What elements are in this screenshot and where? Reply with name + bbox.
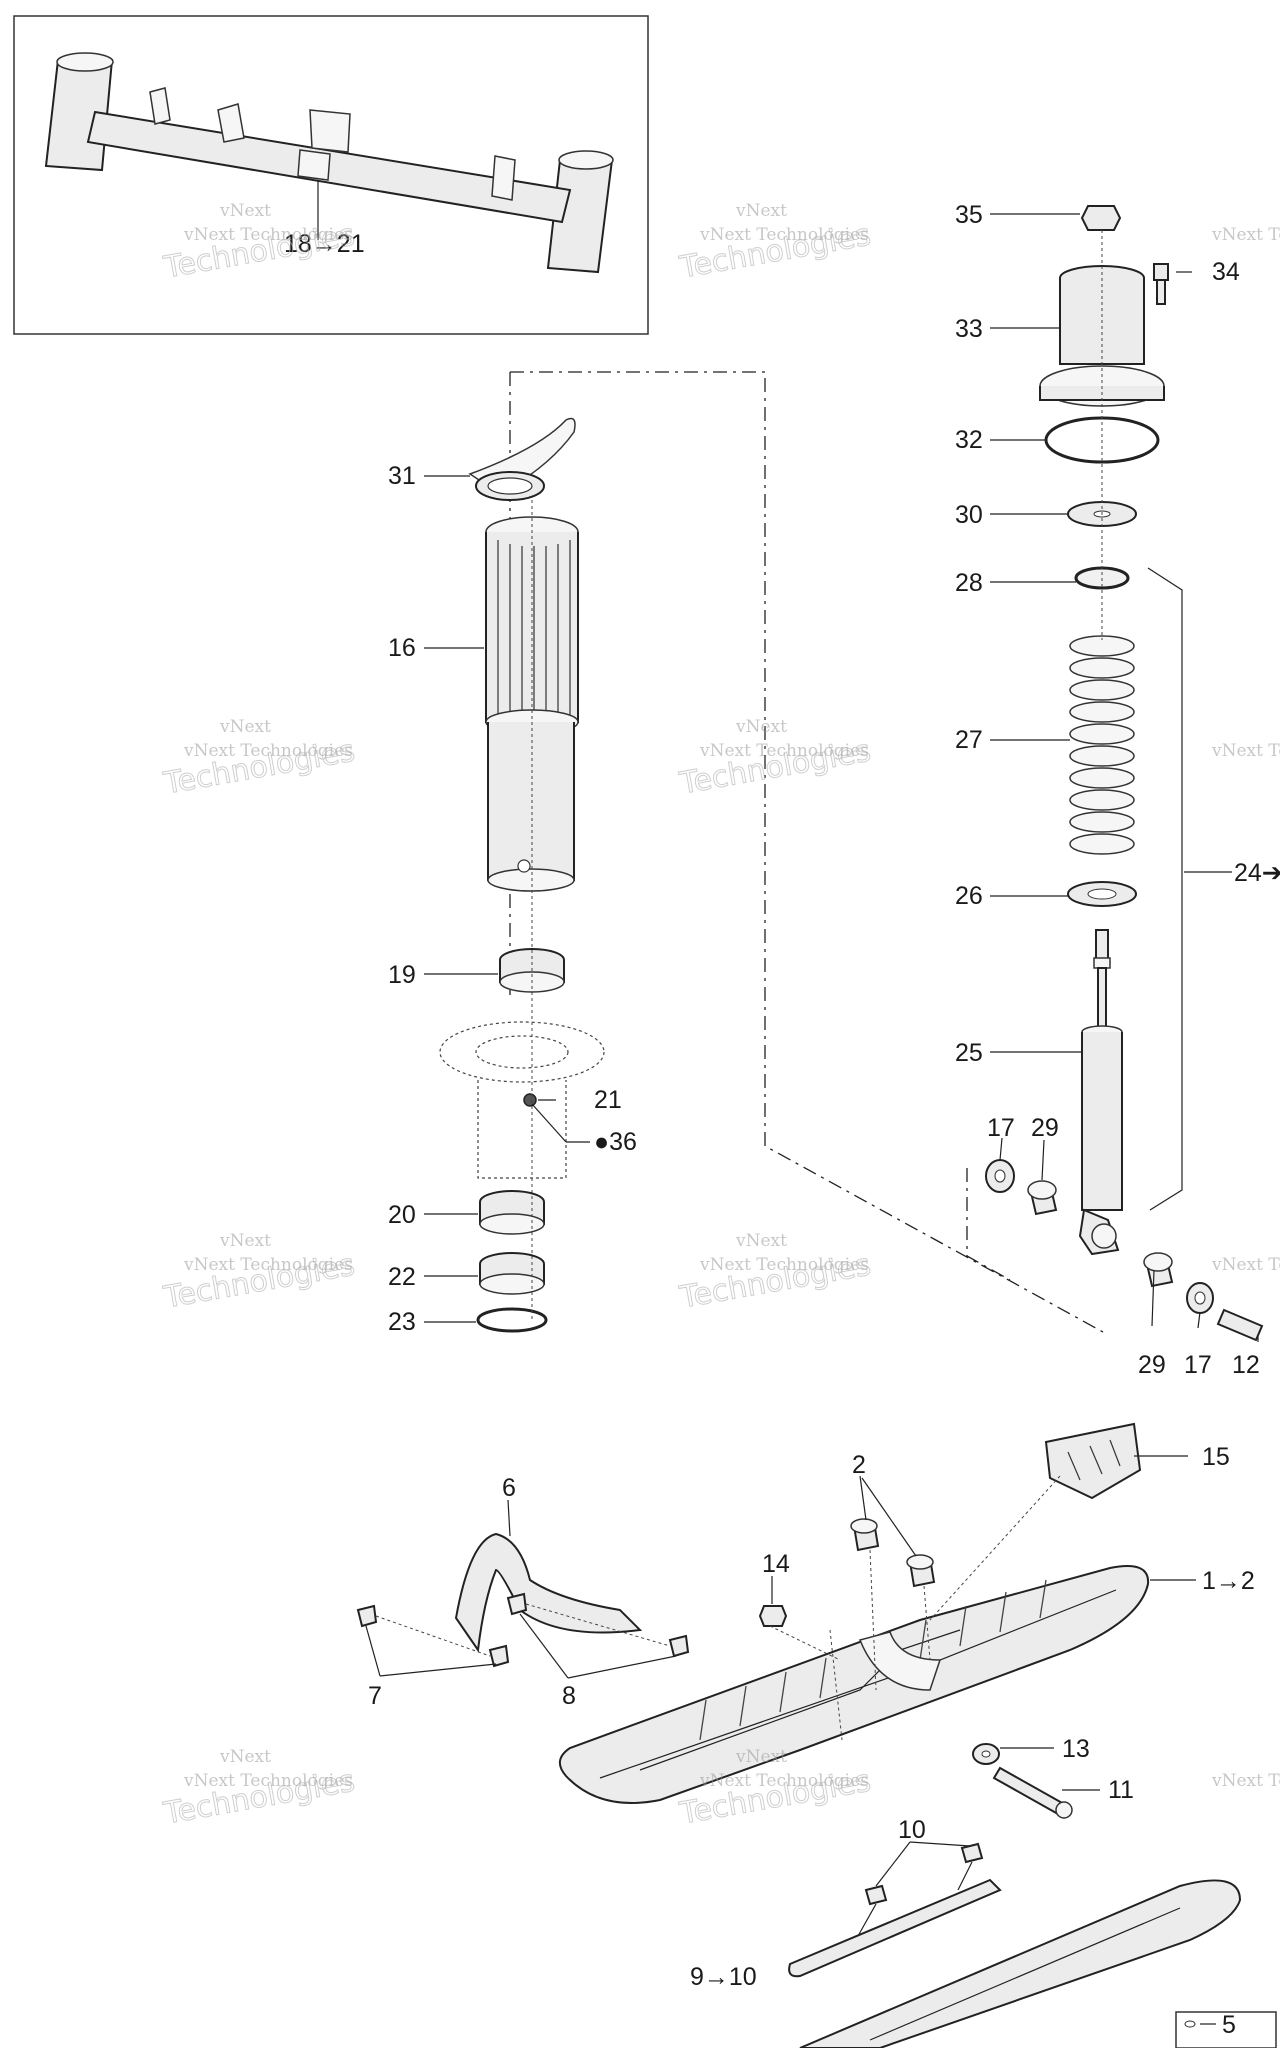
callout-7: 7 <box>368 1682 382 1710</box>
callout-23: 23 <box>388 1308 416 1336</box>
svg-text:vNext Technologies: vNext Technologies <box>183 225 353 245</box>
callout-17-bottom: 17 <box>1184 1351 1212 1379</box>
svg-text:vNext: vNext <box>219 1747 271 1767</box>
callout-25: 25 <box>955 1039 983 1067</box>
callout-8: 8 <box>562 1682 576 1710</box>
svg-text:vNext Technologies: vNext Technologies <box>1211 1255 1280 1275</box>
callout-16: 16 <box>388 634 416 662</box>
svg-text:vNext Technologies: vNext Technologies <box>183 1771 353 1791</box>
callout-30: 30 <box>955 501 983 529</box>
callout-20: 20 <box>388 1201 416 1229</box>
coil-spring <box>1069 635 1135 855</box>
pin-path-line <box>966 1168 1011 1281</box>
svg-text:vNext Technologies: vNext Technologies <box>699 225 869 245</box>
callout-19: 19 <box>388 961 416 989</box>
svg-text:vNext Technologies: vNext Technologies <box>1211 1771 1280 1791</box>
svg-text:vNext: vNext <box>219 201 271 221</box>
callout-17-top: 17 <box>987 1114 1015 1142</box>
callout-29-top: 29 <box>1031 1114 1059 1142</box>
callout-33: 33 <box>955 315 983 343</box>
callout-32: 32 <box>955 426 983 454</box>
callout-22: 22 <box>388 1263 416 1291</box>
svg-text:vNext Technologies: vNext Technologies <box>183 1255 353 1275</box>
callout-10: 10 <box>898 1816 926 1844</box>
watermark-9: vNext Technologies <box>1211 225 1280 245</box>
callout-11: 11 <box>1108 1776 1134 1804</box>
spindle-group <box>439 417 605 1333</box>
leader-lines <box>365 213 1259 2025</box>
callout-27: 27 <box>955 726 983 754</box>
callout-5: 5 <box>1222 2011 1236 2039</box>
svg-text:vNext: vNext <box>219 1231 271 1251</box>
ski-group <box>356 1422 1277 2049</box>
svg-text:vNext: vNext <box>735 717 787 737</box>
assembly-path-line <box>510 371 1104 1333</box>
svg-text:vNext: vNext <box>735 1231 787 1251</box>
watermark-5: vNext vNext Technologies Technologies <box>160 1231 358 1316</box>
callout-labels: 35 34 33 32 30 28 27 26 25 24➔ 17 29 29 … <box>368 201 1280 2039</box>
watermark-4: vNext vNext Technologies Technologies <box>676 717 874 802</box>
callout-6: 6 <box>502 1474 516 1502</box>
svg-text:vNext: vNext <box>735 201 787 221</box>
svg-text:vNext Technologies: vNext Technologies <box>699 1255 869 1275</box>
callout-12: 12 <box>1232 1351 1260 1379</box>
callout-9-10: 9→10 <box>690 1963 757 1991</box>
callout-29-bottom: 29 <box>1138 1351 1166 1379</box>
svg-text:vNext Technologies: vNext Technologies <box>183 741 353 761</box>
watermark-6: vNext vNext Technologies Technologies <box>676 1231 874 1316</box>
callout-1-2: 1→2 <box>1202 1567 1255 1595</box>
watermark-11: vNext Technologies <box>1211 1255 1280 1275</box>
callout-28: 28 <box>955 569 983 597</box>
callout-31: 31 <box>388 462 416 490</box>
svg-text:vNext Technologies: vNext Technologies <box>699 1771 869 1791</box>
shock-group <box>985 205 1264 1342</box>
callout-35: 35 <box>955 201 983 229</box>
svg-text:vNext: vNext <box>735 1747 787 1767</box>
svg-text:vNext: vNext <box>219 717 271 737</box>
callout-13: 13 <box>1062 1735 1090 1763</box>
svg-text:vNext Technologies: vNext Technologies <box>699 741 869 761</box>
callout-24: 24➔ <box>1234 859 1280 887</box>
svg-text:vNext Technologies: vNext Technologies <box>1211 741 1280 761</box>
watermark-2: vNext vNext Technologies Technologies <box>676 201 874 286</box>
callout-2: 2 <box>852 1451 866 1479</box>
callout-36: ●36 <box>594 1128 637 1156</box>
watermark-3: vNext vNext Technologies Technologies <box>160 717 358 802</box>
watermark-12: vNext Technologies <box>1211 1771 1280 1791</box>
callout-14: 14 <box>762 1550 790 1578</box>
callout-26: 26 <box>955 882 983 910</box>
callout-18-21: 18→21 <box>284 230 365 258</box>
callout-15: 15 <box>1202 1443 1230 1471</box>
callout-21: 21 <box>594 1086 622 1114</box>
callout-34: 34 <box>1212 258 1240 286</box>
watermark-10: vNext Technologies <box>1211 741 1280 761</box>
inset-frame-assembly: 18→21 <box>13 15 649 335</box>
svg-text:vNext Technologies: vNext Technologies <box>1211 225 1280 245</box>
watermark-7: vNext vNext Technologies Technologies <box>160 1747 358 1832</box>
